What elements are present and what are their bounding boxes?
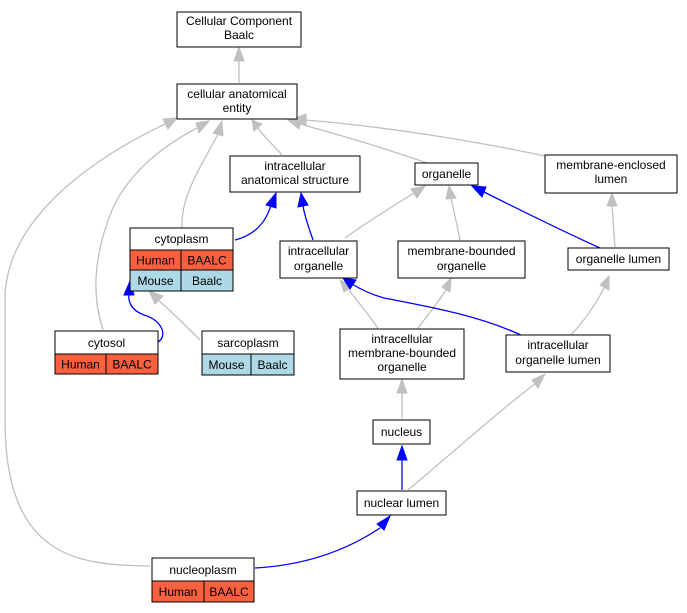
edge-imbo-to-io (339, 279, 379, 329)
edge-nucleoplasm-to-cae (4, 117, 179, 567)
node-label-line: cellular anatomical (187, 87, 286, 101)
gene-label: Baalc (257, 358, 287, 372)
edge-nuclear-lumen-to-iol (407, 372, 547, 491)
node-label-line: Baalc (224, 28, 254, 42)
node-intracellular-organelle-lumen[interactable]: intracellular organelle lumen (505, 334, 611, 373)
node-membrane-bounded-organelle[interactable]: membrane-bounded organelle (397, 240, 526, 279)
node-nuclear-lumen[interactable]: nuclear lumen (356, 490, 447, 516)
node-cellular-anatomical-entity[interactable]: cellular anatomical entity (176, 83, 298, 120)
node-label-line: membrane-enclosed (556, 158, 665, 172)
node-label-line: lumen (595, 172, 628, 186)
node-label-line: organelle (377, 360, 427, 374)
gene-label: BAALC (209, 585, 249, 599)
gene-cell-mouse (180, 269, 234, 292)
gene-label: BAALC (112, 358, 152, 372)
node-cellular-component[interactable]: Cellular Component Baalc (176, 11, 302, 48)
node-label-line: organelle (437, 259, 487, 273)
edge-ol-to-organelle (470, 185, 601, 249)
edges (4, 45, 618, 569)
node-label-line: organelle lumen (576, 252, 661, 266)
gene-label: Baalc (192, 274, 222, 288)
node-nucleus[interactable]: nucleus (372, 419, 431, 445)
node-label-line: Cellular Component (186, 14, 293, 28)
node-label-line: intracellular (527, 338, 588, 352)
node-intracellular-organelle[interactable]: intracellular organelle (279, 240, 358, 279)
species-label: Mouse (137, 274, 173, 288)
edge-io-to-organelle (344, 185, 427, 239)
node-cytoplasm[interactable]: cytoplasm Human BAALC Mouse Baalc (129, 227, 234, 292)
node-label-line: intracellular (371, 332, 432, 346)
edge-nucleus-to-imbo (396, 377, 408, 419)
edge-iol-to-ol (569, 274, 610, 337)
species-label: Human (136, 254, 175, 268)
node-label-line: nuclear lumen (364, 496, 439, 510)
node-label-line: nucleoplasm (169, 563, 236, 577)
edge-imbo-to-mbo (417, 276, 452, 329)
node-label-line: anatomical structure (241, 173, 349, 187)
gene-label: BAALC (187, 254, 227, 268)
edge-mbo-to-organelle (445, 184, 461, 241)
node-label-line: membrane-bounded (348, 346, 456, 360)
node-label-line: entity (223, 101, 252, 115)
gene-cell-human (203, 580, 255, 603)
node-label-line: intracellular (288, 244, 349, 258)
node-organelle-lumen[interactable]: organelle lumen (567, 247, 670, 271)
node-intracellular-anatomical-structure[interactable]: intracellular anatomical structure (229, 155, 361, 193)
node-membrane-enclosed-lumen[interactable]: membrane-enclosed lumen (544, 154, 678, 194)
node-label-line: organelle (422, 167, 472, 181)
node-cytosol[interactable]: cytosol Human BAALC (54, 330, 159, 375)
node-label-line: organelle lumen (515, 353, 600, 367)
node-label-line: membrane-bounded (407, 244, 515, 258)
node-intracellular-membrane-bounded-organelle[interactable]: intracellular membrane-bounded organelle (339, 328, 465, 380)
edge-nucleoplasm-to-nuclear-lumen (254, 514, 392, 569)
node-label-line: cytosol (88, 336, 125, 350)
node-label-line: intracellular (264, 159, 325, 173)
edge-cytosol-to-cae (95, 120, 211, 331)
edge-cae-to-cellular-component (233, 45, 245, 83)
edge-cytoplasm-to-cae (181, 119, 224, 229)
edge-io-to-ias (297, 191, 314, 241)
node-organelle[interactable]: organelle (414, 162, 479, 186)
gene-cell-human (105, 353, 159, 375)
edge-cytoplasm-to-ias (234, 191, 277, 241)
gene-cell-mouse (250, 353, 295, 376)
node-label-line: cytoplasm (154, 232, 208, 246)
species-label: Human (61, 358, 100, 372)
species-label: Human (159, 585, 198, 599)
node-label-line: nucleus (381, 425, 422, 439)
edge-ol-to-mel (606, 191, 618, 248)
edge-sarcoplasm-to-cytoplasm (148, 290, 201, 341)
node-label-line: organelle (294, 259, 344, 273)
edge-mel-to-cae (291, 113, 546, 157)
node-sarcoplasm[interactable]: sarcoplasm Mouse Baalc (201, 330, 295, 376)
species-label: Mouse (208, 358, 244, 372)
node-nucleoplasm[interactable]: nucleoplasm Human BAALC (151, 557, 255, 603)
node-label-line: sarcoplasm (217, 336, 278, 350)
edge-nuclear-lumen-to-nucleus (396, 444, 408, 490)
edge-ias-to-cae (251, 119, 283, 156)
edge-iol-to-io (341, 277, 526, 338)
